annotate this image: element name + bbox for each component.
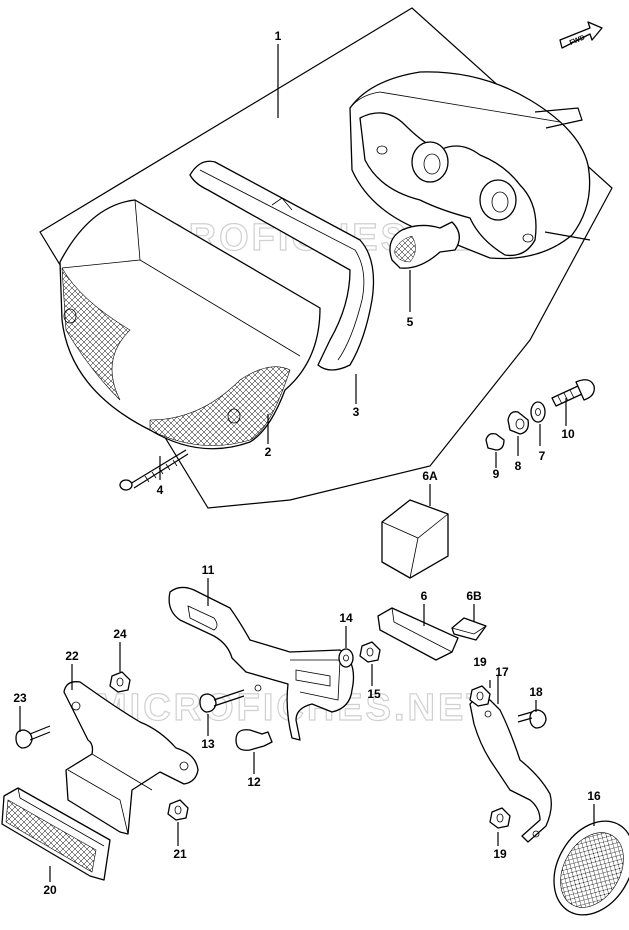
callout-5: 5: [407, 315, 414, 329]
part-6-strip[interactable]: [377, 607, 459, 661]
part-20-reflector[interactable]: [1, 787, 111, 881]
callout-15: 15: [367, 687, 381, 701]
callout-labels: 1 2 3 4 5 6 6A 6B 7 8 9 10 11 12 13 14 1…: [13, 29, 601, 897]
part-6a-cube[interactable]: [381, 499, 449, 579]
callout-4: 4: [157, 483, 164, 497]
assembly-outline: [39, 7, 613, 509]
part-19-nut-upper[interactable]: [469, 685, 491, 707]
part-21-nut[interactable]: [167, 799, 189, 821]
callout-14: 14: [339, 611, 353, 625]
callout-3: 3: [353, 405, 360, 419]
callout-11: 11: [202, 563, 215, 577]
callout-9: 9: [493, 467, 500, 481]
part-11-bracket[interactable]: [168, 586, 355, 741]
callout-24: 24: [113, 627, 127, 641]
part-5-bulb[interactable]: [389, 221, 460, 269]
part-14-washer[interactable]: [338, 648, 354, 668]
callout-7: 7: [539, 449, 546, 463]
part-18-screw[interactable]: [517, 709, 547, 729]
fwd-arrow-icon: FWD: [559, 21, 603, 49]
callout-8: 8: [515, 459, 522, 473]
part-24-nut[interactable]: [109, 671, 131, 693]
callout-2: 2: [265, 445, 272, 459]
part-6b-pad[interactable]: [451, 617, 487, 641]
callout-22: 22: [65, 649, 79, 663]
callout-6a: 6A: [422, 469, 438, 483]
part-12-buffer[interactable]: [235, 729, 273, 751]
callout-23: 23: [13, 691, 27, 705]
leader-lines: [19, 44, 595, 882]
part-4-screw[interactable]: [119, 449, 189, 491]
part-15-nut[interactable]: [359, 641, 381, 663]
part-1-housing[interactable]: [349, 71, 591, 260]
part-22-bracket[interactable]: [63, 681, 199, 835]
callout-19a: 19: [473, 655, 487, 669]
part-23-screw[interactable]: [15, 725, 51, 749]
part-10-bolt[interactable]: [551, 379, 595, 407]
part-17-bracket[interactable]: [469, 698, 552, 843]
callout-12: 12: [247, 775, 261, 789]
callout-18: 18: [529, 685, 543, 699]
part-13-screw[interactable]: [199, 689, 245, 713]
callout-10: 10: [561, 427, 575, 441]
callout-1: 1: [275, 29, 282, 43]
callout-20: 20: [43, 883, 57, 897]
callout-13: 13: [201, 737, 215, 751]
callout-16: 16: [587, 789, 601, 803]
part-3-gasket[interactable]: [189, 160, 375, 371]
callout-6: 6: [421, 589, 428, 603]
callout-21: 21: [173, 847, 187, 861]
part-2-lens[interactable]: [59, 199, 321, 450]
part-19-nut-lower[interactable]: [489, 807, 511, 829]
callout-19b: 19: [493, 847, 507, 861]
part-16-reflector[interactable]: [538, 807, 629, 930]
callout-6b: 6B: [466, 589, 482, 603]
part-8-grommet[interactable]: [507, 411, 529, 435]
part-9-collar[interactable]: [485, 432, 505, 451]
part-7-washer[interactable]: [530, 401, 546, 423]
callout-17: 17: [495, 665, 509, 679]
